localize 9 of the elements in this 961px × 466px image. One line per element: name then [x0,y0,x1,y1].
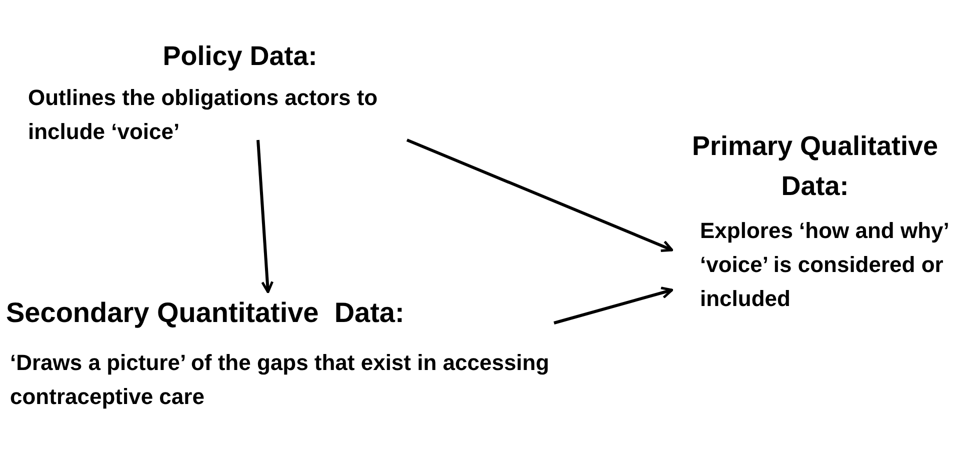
arrow [256,140,274,294]
description: ‘Draws a picture’ of the gaps that exist in accessing contraceptive care [9,349,550,411]
arrow [406,138,674,252]
description: Outlines the obligations actors to include ‘voice’ [27,84,379,146]
arrow [554,286,674,324]
heading: Policy Data: [162,40,318,73]
heading: Primary Qualitative Data: [690,130,940,203]
heading: Secondary Quantitative Data: [6,296,406,330]
description: Explores ‘how and why’ ‘voice’ is considered or included [699,217,950,313]
